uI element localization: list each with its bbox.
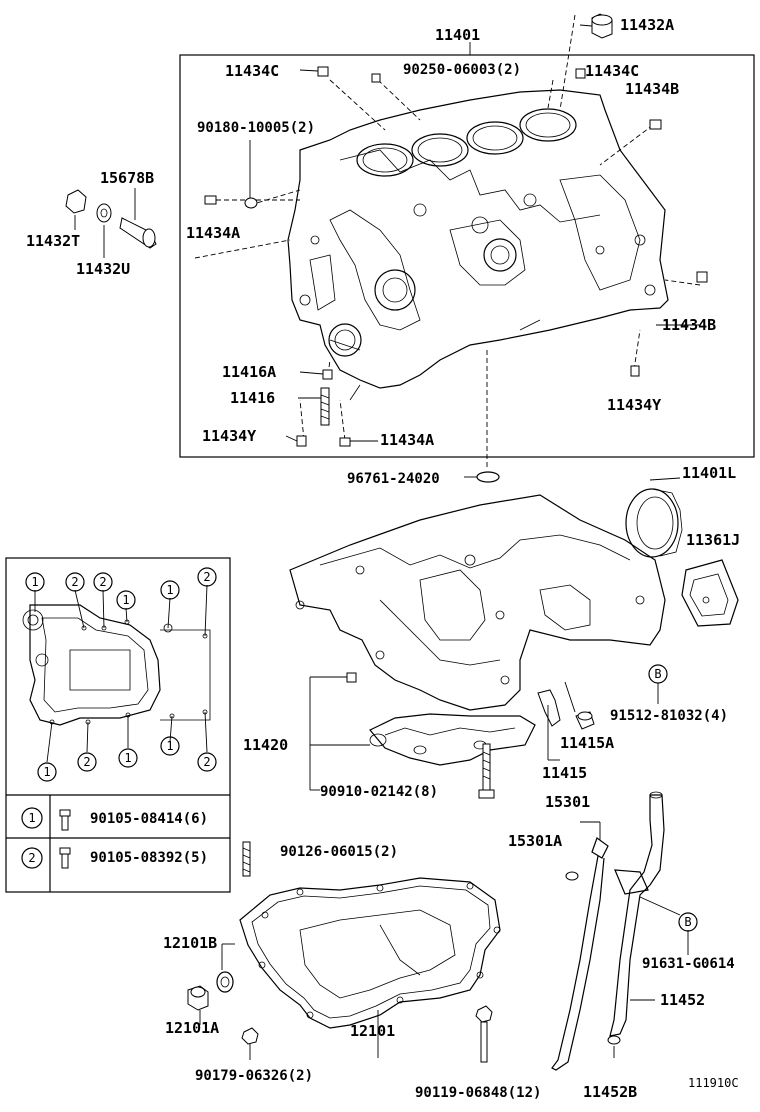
dipstick bbox=[551, 821, 609, 1071]
label-11434a-bottom: 11434A bbox=[380, 431, 434, 449]
marker-2: 2 bbox=[99, 575, 106, 589]
label-91631: 91631-G0614 bbox=[642, 956, 735, 972]
dowel-pins bbox=[204, 66, 708, 447]
stud-90126 bbox=[242, 841, 251, 877]
label-15678b: 15678B bbox=[100, 169, 154, 187]
label-11432t: 11432T bbox=[26, 232, 80, 250]
bolt-90119 bbox=[475, 1005, 493, 1063]
label-90126: 90126-06015(2) bbox=[280, 844, 398, 860]
label-12101: 12101 bbox=[350, 1022, 395, 1040]
marker-b: B bbox=[684, 915, 691, 929]
marker-2: 2 bbox=[203, 755, 210, 769]
marker-2: 2 bbox=[28, 851, 35, 865]
oil-switch-11415 bbox=[537, 689, 595, 761]
label-12101a: 12101A bbox=[165, 1019, 219, 1037]
marker-1: 1 bbox=[166, 739, 173, 753]
label-11416: 11416 bbox=[230, 389, 275, 407]
label-11434y-left: 11434Y bbox=[202, 427, 256, 445]
marker-2: 2 bbox=[71, 575, 78, 589]
label-11432a: 11432A bbox=[620, 16, 674, 34]
label-11434b-top: 11434B bbox=[625, 80, 679, 98]
marker-1: 1 bbox=[124, 751, 131, 765]
marker-1: 1 bbox=[28, 811, 35, 825]
label-11452: 11452 bbox=[660, 991, 705, 1009]
bolt-legend: 1 2 2 1 1 2 1 2 1 1 2 1 90105-08414(6) 2… bbox=[5, 557, 231, 893]
drain-gasket bbox=[216, 971, 234, 993]
label-11434y-right: 11434Y bbox=[607, 396, 661, 414]
cylinder-block bbox=[287, 89, 669, 401]
dipstick-guide bbox=[607, 791, 665, 1045]
crankcase bbox=[289, 494, 666, 766]
plug-group-15678b bbox=[65, 188, 157, 249]
label-90119: 90119-06848(12) bbox=[415, 1085, 541, 1101]
marker-1: 1 bbox=[122, 593, 129, 607]
marker-2: 2 bbox=[83, 755, 90, 769]
label-11401l: 11401L bbox=[682, 464, 736, 482]
label-11434a-left: 11434A bbox=[186, 224, 240, 242]
marker-b: B bbox=[654, 667, 661, 681]
label-11434b-right: 11434B bbox=[662, 316, 716, 334]
oil-pan bbox=[239, 877, 501, 1029]
label-11434c-left: 11434C bbox=[225, 62, 279, 80]
block-frame bbox=[179, 54, 755, 458]
label-11416a: 11416A bbox=[222, 363, 276, 381]
plug-11432a bbox=[591, 13, 613, 39]
label-11401: 11401 bbox=[435, 26, 480, 44]
label-90910: 90910-02142(8) bbox=[320, 784, 438, 800]
label-15301: 15301 bbox=[545, 793, 590, 811]
label-11420: 11420 bbox=[243, 736, 288, 754]
label-11361j: 11361J bbox=[686, 531, 740, 549]
marker-1: 1 bbox=[166, 583, 173, 597]
label-90179: 90179-06326(2) bbox=[195, 1068, 313, 1084]
label-90105-08392: 90105-08392(5) bbox=[90, 850, 208, 866]
label-90105-08414: 90105-08414(6) bbox=[90, 811, 208, 827]
figure-id: 111910C bbox=[688, 1076, 739, 1090]
label-96761: 96761-24020 bbox=[347, 471, 440, 487]
oil-seal-11401l bbox=[625, 477, 683, 558]
label-11432u: 11432U bbox=[76, 260, 130, 278]
oring-96761 bbox=[476, 471, 500, 483]
label-12101b: 12101B bbox=[163, 934, 217, 952]
label-11415a: 11415A bbox=[560, 734, 614, 752]
label-91512: 91512-81032(4) bbox=[610, 708, 728, 724]
marker-1: 1 bbox=[31, 575, 38, 589]
label-15301a: 15301A bbox=[508, 832, 562, 850]
label-11415: 11415 bbox=[542, 764, 587, 782]
label-90250: 90250-06003(2) bbox=[403, 62, 521, 78]
label-11434c-right: 11434C bbox=[585, 62, 639, 80]
label-11452b: 11452B bbox=[583, 1083, 637, 1101]
label-90180: 90180-10005(2) bbox=[197, 120, 315, 136]
marker-1: 1 bbox=[43, 765, 50, 779]
cover-11361j bbox=[681, 559, 739, 627]
drain-plug bbox=[187, 985, 209, 1011]
marker-2: 2 bbox=[203, 570, 210, 584]
bolt-90910 bbox=[478, 743, 495, 799]
